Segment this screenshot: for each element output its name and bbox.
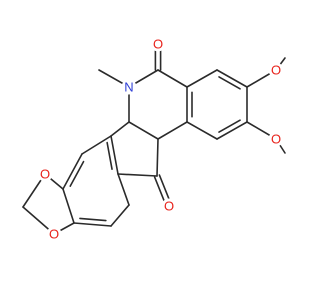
atom-label-background <box>121 79 137 95</box>
atom-label-background <box>161 198 177 214</box>
ring-a-bond <box>216 69 248 88</box>
ring-a-inner-bond <box>218 119 241 133</box>
lactam-bond <box>128 121 159 140</box>
ring-a-bond <box>186 121 218 140</box>
cyclopentanone-bond <box>156 138 159 177</box>
ring-b-inner-bond <box>79 217 107 222</box>
ring-b-bond <box>110 135 119 175</box>
atom-labels: O O O N O O O <box>37 36 284 242</box>
methoxy-oxygen-label: O <box>271 132 281 147</box>
atom-label-background <box>46 226 62 242</box>
ring-b-bond <box>62 153 83 190</box>
atom-label-background <box>268 62 284 78</box>
dioxole-oxygen-label: O <box>49 227 59 242</box>
ring-b-bond <box>62 188 75 224</box>
ring-b-bond <box>110 204 130 227</box>
ring-a-bond <box>216 121 248 140</box>
ring-b-bond <box>73 222 112 227</box>
carbonyl-oxygen-label: O <box>153 37 163 52</box>
ring-b-bond <box>117 173 130 206</box>
ring-b-inner-bond <box>69 160 85 187</box>
ketone-oxygen-label: O <box>164 199 174 214</box>
ring-a-bond <box>186 69 218 88</box>
atom-label-background <box>150 36 166 52</box>
atom-label-background <box>268 131 284 147</box>
lactam-bond <box>157 69 188 88</box>
methoxy-oxygen-label: O <box>271 63 281 78</box>
lactam-bond <box>157 121 188 140</box>
cyclopentanone-bond <box>117 173 158 177</box>
ring-b-bond <box>81 135 112 155</box>
atom-label-background <box>37 166 53 182</box>
molecule-structure: O O O N O O O <box>22 36 286 242</box>
ring-b-inner-bond <box>106 141 113 171</box>
dioxole-oxygen-label: O <box>40 167 50 182</box>
ring-a-inner-bond <box>218 76 241 90</box>
bond-lines <box>22 43 286 235</box>
nitrogen-label: N <box>124 80 133 95</box>
cyclopentanone-bond <box>110 121 130 137</box>
